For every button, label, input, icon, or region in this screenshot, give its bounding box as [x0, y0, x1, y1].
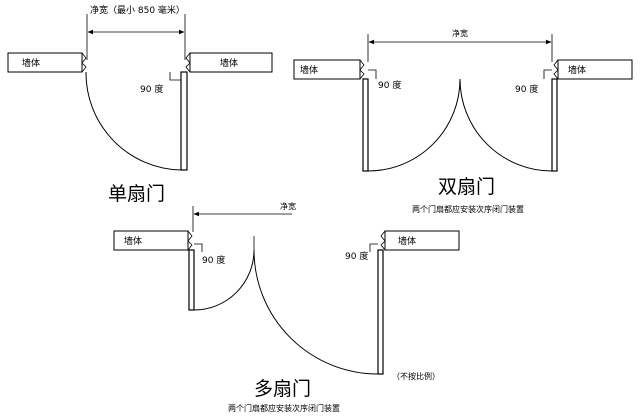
- single-title: 单扇门: [108, 183, 165, 205]
- double-title: 双扇门: [438, 176, 495, 198]
- multi-right-angle-mark-right: [369, 243, 378, 252]
- double-swing-arc-left: [367, 78, 461, 172]
- multi-angle-label-left: 90 度: [202, 254, 225, 266]
- double-right-angle-mark-right: [543, 69, 552, 79]
- multi-angle-label-right: 90 度: [345, 250, 368, 262]
- double-swing-arc-right: [459, 78, 553, 172]
- multi-title: 多扇门: [254, 378, 311, 400]
- multi-width-label: 净宽: [280, 201, 296, 211]
- single-door-group: 净宽（最小 850 毫米） 墙体 墙体 90 度 单扇门: [7, 4, 273, 205]
- multi-door-leaf-small: [188, 249, 195, 311]
- double-right-angle-mark-left: [368, 69, 377, 79]
- single-wall-right-break: [185, 52, 191, 73]
- double-wall-left-label: 墙体: [300, 64, 318, 76]
- single-swing-arc: [85, 71, 182, 171]
- double-wall-left-break: [359, 59, 365, 80]
- multi-door-leaf-large: [377, 249, 384, 375]
- multi-door-group: 净宽 墙体 墙体 90 度 90 度 （不按比例） 多扇门 两个门扇都应安装次序…: [113, 201, 460, 413]
- multi-scale-note: （不按比例）: [392, 371, 440, 381]
- multi-swing-arc-small: [193, 249, 255, 311]
- single-wall-right-label: 墙体: [220, 57, 238, 69]
- multi-wall-right: [384, 230, 460, 251]
- multi-wall-right-break: [380, 230, 386, 251]
- single-right-angle-mark: [169, 72, 181, 81]
- double-caption: 两个门扇都应安装次序闭门装置: [412, 204, 524, 214]
- multi-caption: 两个门扇都应安装次序闭门装置: [228, 403, 340, 413]
- double-width-label: 净宽: [452, 28, 468, 38]
- double-angle-label-right: 90 度: [515, 83, 538, 95]
- single-door-leaf: [180, 71, 188, 171]
- multi-wall-left-label: 墙体: [124, 235, 142, 247]
- double-angle-label-left: 90 度: [378, 79, 401, 91]
- single-wall-left: [7, 52, 83, 73]
- double-wall-right-label: 墙体: [568, 64, 586, 76]
- multi-wall-left-break: [187, 230, 193, 251]
- multi-right-angle-mark-left: [194, 243, 203, 252]
- multi-swing-arc-large: [253, 249, 379, 375]
- single-wall-left-break: [81, 52, 87, 73]
- single-angle-label: 90 度: [140, 83, 163, 95]
- double-door-group: 净宽 墙体 墙体 90 度 90 度 双扇门 两个门扇都应安装次序闭门装置: [293, 28, 633, 214]
- double-door-leaf-right: [551, 78, 558, 172]
- multi-wall-right-label: 墙体: [398, 235, 416, 247]
- single-wall-left-label: 墙体: [22, 57, 40, 69]
- double-door-leaf-left: [362, 78, 369, 172]
- double-wall-right-break: [553, 59, 559, 80]
- single-width-label: 净宽（最小 850 毫米）: [90, 4, 185, 16]
